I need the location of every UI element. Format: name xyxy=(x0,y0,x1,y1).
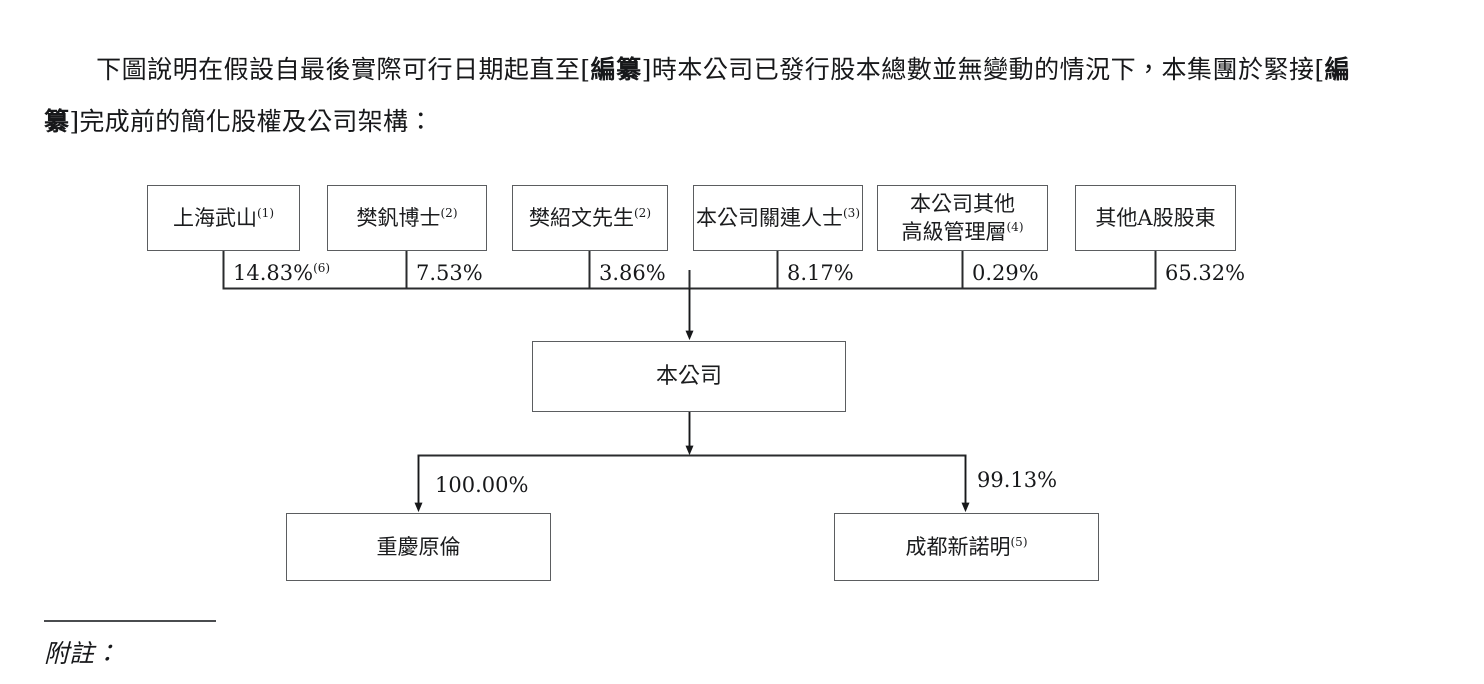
intro-bracket-close-2: ] xyxy=(69,107,80,136)
subsidiary-label-1: 重慶原倫 xyxy=(376,535,461,559)
intro-text-segment-3: 完成前的簡化股權及公司架構： xyxy=(79,107,434,136)
company-box[interactable]: 本公司 xyxy=(532,341,846,412)
percent-label-dr-fan-fan: 7.53% xyxy=(416,261,483,285)
shareholder-label-6: 其他A股股東 xyxy=(1095,206,1216,230)
intro-bracket-open-2: [ xyxy=(1314,55,1325,84)
percent-label-shanghai-wushan: 14.83%(6) xyxy=(233,261,331,285)
intro-text-segment-2: 時本公司已發行股本總數並無變動的情況下，本集團於緊接 xyxy=(651,55,1315,84)
shareholder-box-dr-fan-fan[interactable]: 樊釩博士(2) xyxy=(327,185,487,251)
intro-redacted-token-1: 編纂 xyxy=(590,55,642,84)
subsidiary-label-2: 成都新諾明(5) xyxy=(905,535,1028,559)
subsidiary-box-chongqing-yuanlun[interactable]: 重慶原倫 xyxy=(286,513,551,581)
shareholder-label-1: 上海武山(1) xyxy=(173,206,274,230)
intro-bracket-open-1: [ xyxy=(580,55,591,84)
shareholder-label-3: 樊紹文先生(2) xyxy=(529,206,651,230)
percent-footnote-marker-1: (6) xyxy=(313,261,331,275)
intro-bracket-close-1: ] xyxy=(641,55,652,84)
percent-label-mr-fan-shaowen: 3.86% xyxy=(599,261,666,285)
shareholder-box-other-a-share-shareholders[interactable]: 其他A股股東 xyxy=(1075,185,1236,251)
shareholder-label-4: 本公司關連人士(3) xyxy=(696,206,860,230)
percent-label-other-a-share-shareholders: 65.32% xyxy=(1165,261,1246,285)
intro-paragraph: 下圖說明在假設自最後實際可行日期起直至[編纂]時本公司已發行股本總數並無變動的情… xyxy=(44,44,1350,148)
footnote-marker-2: (2) xyxy=(440,206,458,220)
footnote-marker-3: (2) xyxy=(634,206,651,220)
percent-label-company-connected-persons: 8.17% xyxy=(787,261,854,285)
shareholder-label-5: 本公司其他高級管理層(4) xyxy=(902,190,1024,246)
footnote-divider xyxy=(44,620,216,622)
percent-label-chengdu-xinnuoming: 99.13% xyxy=(977,468,1058,492)
company-label: 本公司 xyxy=(655,363,722,389)
footnote-marker-4: (3) xyxy=(843,206,860,220)
shareholder-box-shanghai-wushan[interactable]: 上海武山(1) xyxy=(147,185,300,251)
subsidiary-box-chengdu-xinnuoming[interactable]: 成都新諾明(5) xyxy=(834,513,1099,581)
intro-redacted-token-2: 編纂 xyxy=(44,55,1350,136)
intro-text-segment-1: 下圖說明在假設自最後實際可行日期起直至 xyxy=(96,55,581,84)
shareholder-box-company-connected-persons[interactable]: 本公司關連人士(3) xyxy=(693,185,863,251)
footnote-heading: 附註： xyxy=(44,639,120,668)
shareholder-box-mr-fan-shaowen[interactable]: 樊紹文先生(2) xyxy=(512,185,668,251)
percent-label-other-senior-management: 0.29% xyxy=(972,261,1039,285)
shareholder-label-5-line2: 高級管理層(4) xyxy=(901,220,1024,244)
footnote-marker-5: (4) xyxy=(1006,220,1024,234)
footnote-marker-1: (1) xyxy=(257,206,274,220)
percent-label-chongqing-yuanlun: 100.00% xyxy=(435,473,529,497)
shareholder-box-other-senior-management[interactable]: 本公司其他高級管理層(4) xyxy=(877,185,1048,251)
shareholder-label-5-line1: 本公司其他 xyxy=(910,192,1015,216)
subsidiary-footnote-marker-2: (5) xyxy=(1010,535,1028,549)
shareholder-label-2: 樊釩博士(2) xyxy=(356,206,458,230)
